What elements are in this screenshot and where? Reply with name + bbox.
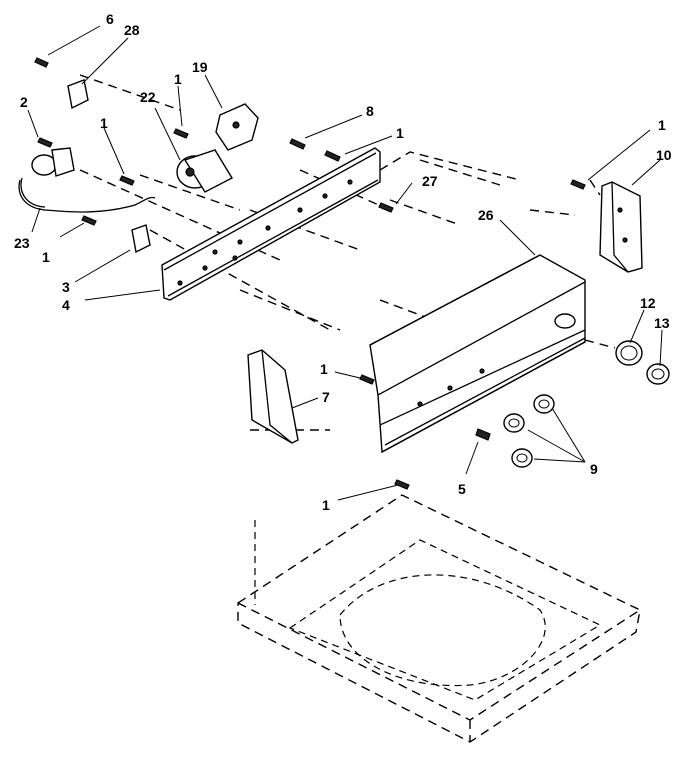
knob-9-a bbox=[533, 394, 555, 414]
screw-6 bbox=[34, 57, 49, 68]
screw-1-e bbox=[81, 215, 97, 226]
label-7: 7 bbox=[322, 389, 330, 405]
screw-1-b bbox=[119, 175, 135, 186]
control-bracket bbox=[161, 147, 381, 301]
callout-labels: 6 28 2 1 22 1 19 8 1 1 10 27 26 23 1 3 4… bbox=[14, 11, 672, 513]
clip-28 bbox=[67, 79, 89, 110]
end-cap-right bbox=[599, 181, 643, 273]
end-cap-left bbox=[247, 349, 299, 444]
leader-lines bbox=[27, 25, 663, 501]
knob-9-c bbox=[511, 448, 533, 468]
control-panel bbox=[369, 254, 586, 454]
bracket-19 bbox=[215, 103, 259, 151]
screw-1-a bbox=[37, 137, 53, 148]
label-10: 10 bbox=[656, 147, 672, 163]
label-9: 9 bbox=[590, 461, 598, 477]
alignment-lines bbox=[79, 74, 616, 431]
screw-27 bbox=[378, 202, 394, 213]
label-5: 5 bbox=[458, 481, 466, 497]
label-8: 8 bbox=[366, 103, 374, 119]
label-12: 12 bbox=[640, 295, 656, 311]
label-26: 26 bbox=[478, 207, 494, 223]
label-27: 27 bbox=[422, 173, 438, 189]
screw-5 bbox=[475, 428, 491, 441]
label-1-top-left: 1 bbox=[100, 115, 108, 131]
screws bbox=[34, 57, 586, 490]
screw-1-f bbox=[570, 179, 586, 190]
knobs bbox=[503, 340, 670, 468]
screw-1-g bbox=[359, 374, 375, 385]
screw-1-c bbox=[173, 128, 189, 139]
screw-8 bbox=[289, 138, 306, 150]
label-1-far-right: 1 bbox=[658, 117, 666, 133]
label-3: 3 bbox=[62, 279, 70, 295]
label-23: 23 bbox=[14, 235, 30, 251]
label-1-bottom: 1 bbox=[322, 497, 330, 513]
clip-3 bbox=[131, 224, 151, 254]
label-13: 13 bbox=[654, 315, 670, 331]
label-1-left: 1 bbox=[42, 249, 50, 265]
label-19: 19 bbox=[192, 59, 208, 75]
timer-motor bbox=[176, 149, 233, 193]
label-1-top-mid: 1 bbox=[174, 71, 182, 87]
label-22: 22 bbox=[140, 89, 156, 105]
knob-13 bbox=[646, 363, 670, 385]
cabinet-base bbox=[237, 494, 641, 743]
label-2: 2 bbox=[20, 94, 28, 110]
knob-9-b bbox=[503, 413, 525, 433]
ring-12 bbox=[615, 340, 643, 366]
label-6: 6 bbox=[106, 11, 114, 27]
label-1-top-right: 1 bbox=[396, 125, 404, 141]
pressure-switch bbox=[18, 147, 156, 213]
label-28: 28 bbox=[124, 22, 140, 38]
label-4: 4 bbox=[62, 297, 70, 313]
screw-1-h bbox=[394, 479, 410, 490]
screw-1-d bbox=[324, 150, 341, 162]
label-1-panel: 1 bbox=[320, 361, 328, 377]
